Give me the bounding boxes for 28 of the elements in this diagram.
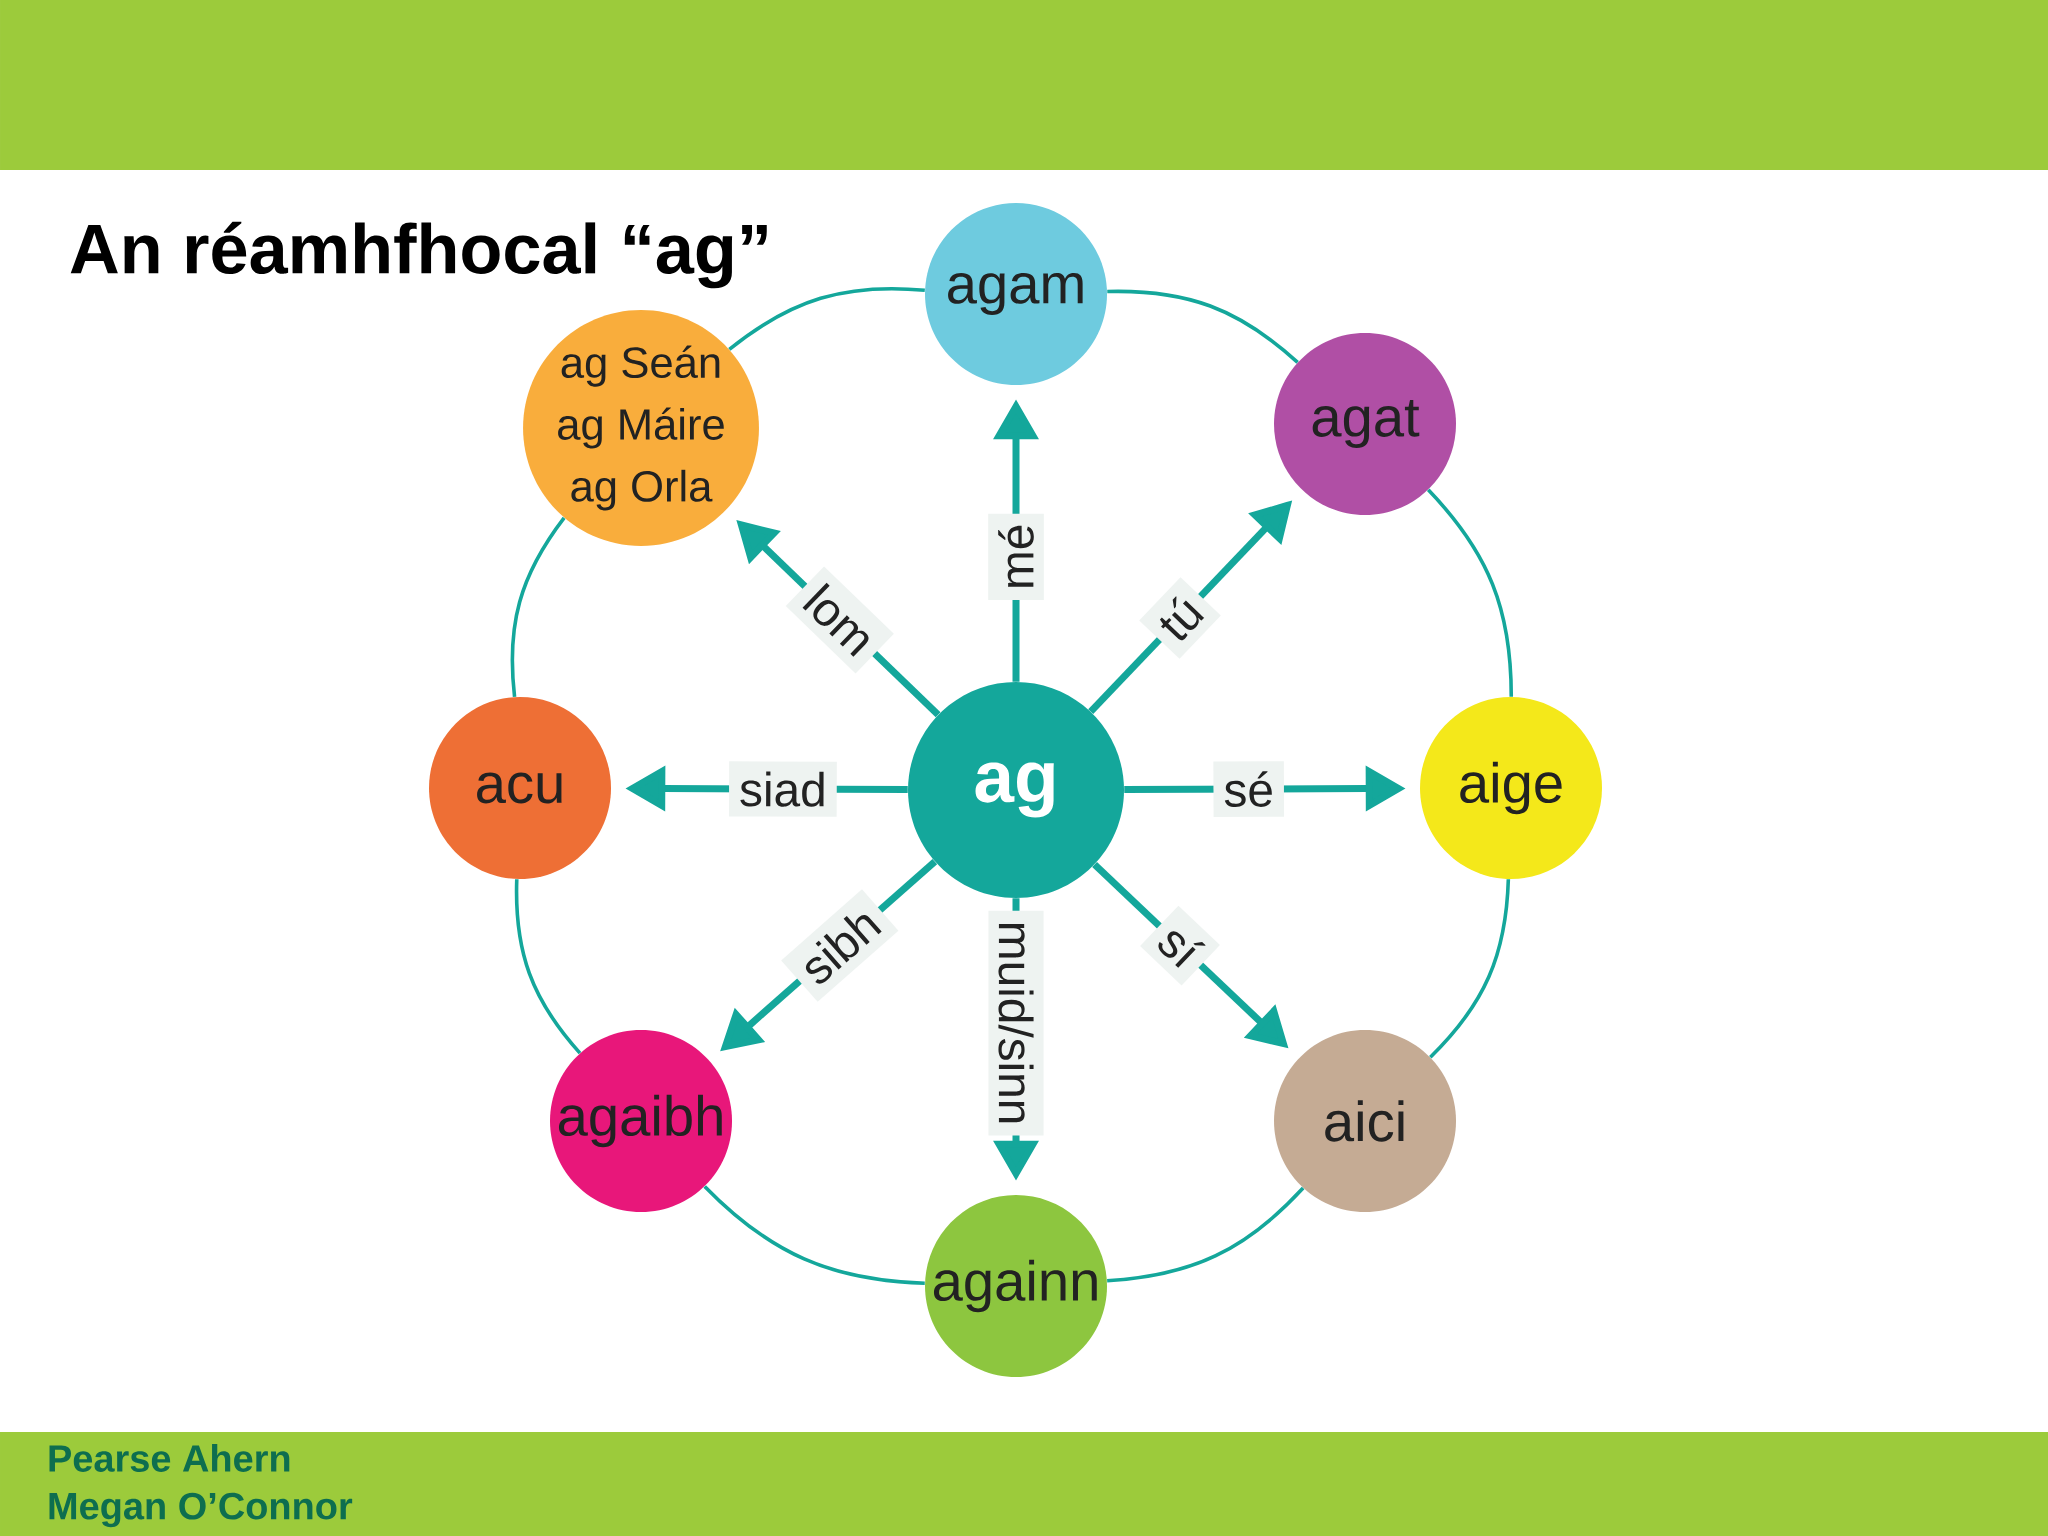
- ring-arc: [1426, 488, 1514, 697]
- author-name: Pearse Ahern: [49, 1444, 290, 1472]
- circle-node: agaibh: [550, 1030, 732, 1212]
- circle-node: acu: [429, 697, 611, 879]
- edge-label: muid/sinn: [998, 924, 1034, 1123]
- circle-node: ag Seán ag Máire ag Orla: [523, 310, 759, 546]
- edge-label: sí: [1158, 931, 1206, 968]
- ring-arc: [514, 879, 582, 1055]
- ring-arc: [1107, 1186, 1305, 1283]
- ring-arc: [1107, 289, 1299, 364]
- edge-label: lom: [802, 582, 869, 657]
- circle-node: ag: [908, 682, 1124, 898]
- ring-arc: [703, 1185, 925, 1285]
- ring-arc: [728, 286, 925, 351]
- edge-label: mé: [998, 525, 1034, 587]
- edge-label: sibh: [805, 915, 882, 984]
- ring-arc: [1429, 879, 1511, 1059]
- circle-node: agam: [925, 203, 1107, 385]
- title: An réamhfhocal “ag”: [70, 221, 767, 289]
- ring-arc: [510, 516, 566, 698]
- circle-node: aige: [1420, 697, 1602, 879]
- circle-node: againn: [925, 1195, 1107, 1377]
- author-name: Megan O’Connor: [49, 1492, 353, 1528]
- circle-node: aici: [1274, 1030, 1456, 1212]
- circle-node: agat: [1274, 333, 1456, 515]
- edge-label: siad: [740, 771, 824, 807]
- edge-label: tú: [1159, 596, 1205, 641]
- edge-label: sé: [1224, 771, 1272, 807]
